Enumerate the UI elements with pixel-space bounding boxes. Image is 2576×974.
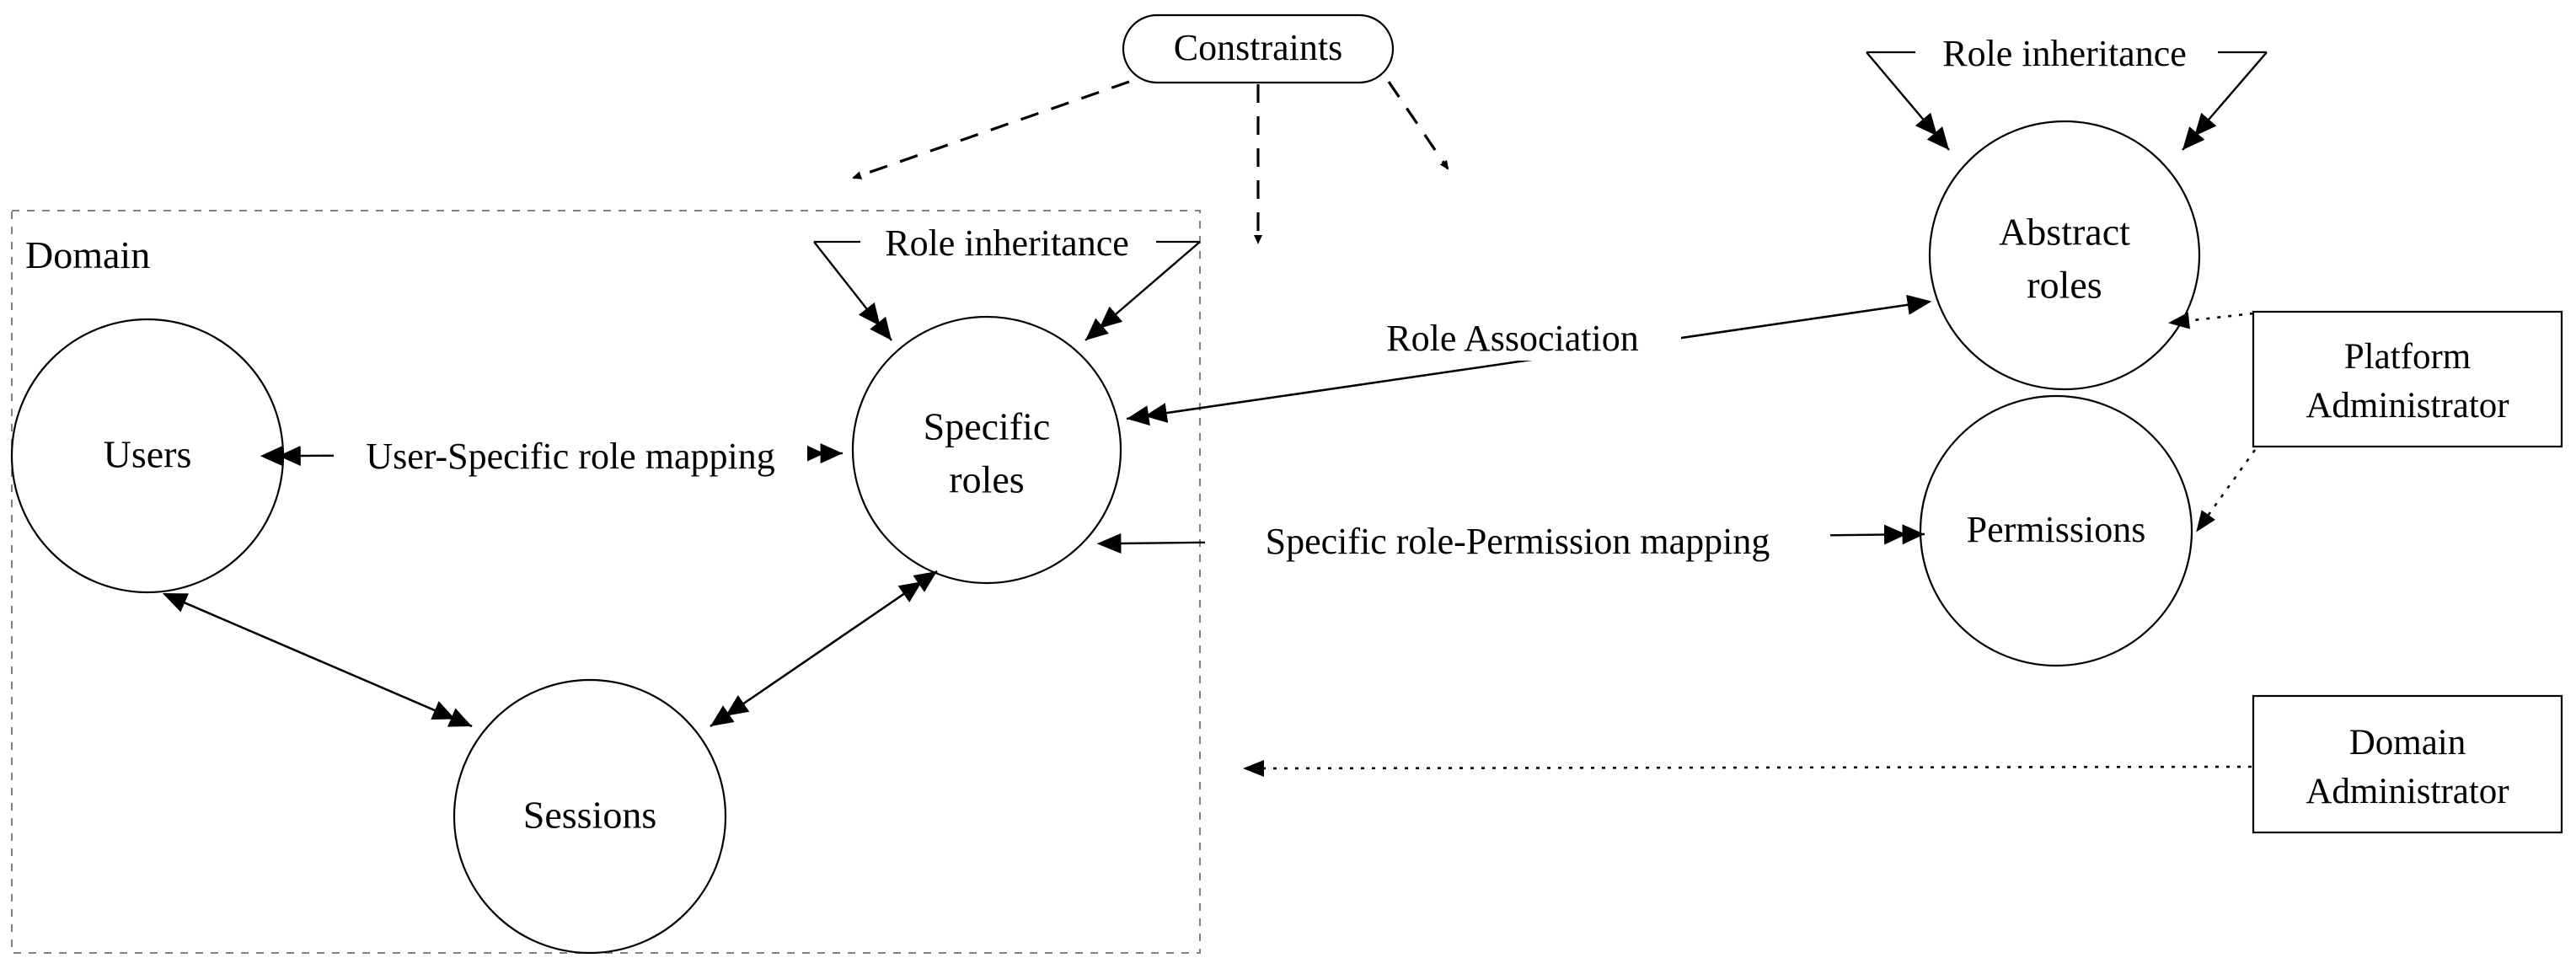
constraints-label: Constraints — [1174, 27, 1342, 68]
sessions-node[interactable] — [453, 678, 727, 955]
users-label: Users — [104, 433, 192, 476]
platform-administrator-label-line2: Administrator — [2306, 386, 2509, 425]
edge-constraints-to-right — [1387, 81, 1449, 170]
edge-label-user-specific-role-mapping: User-Specific role mapping — [366, 436, 774, 477]
domain-administrator-label-line1: Domain — [2349, 723, 2466, 763]
edge-role-inheritance-abstract-right — [2182, 51, 2268, 151]
edge-domain-admin-to-domain — [1243, 759, 2252, 777]
edge-specific-roles-to-sessions — [710, 570, 938, 727]
edge-platform-admin-to-abstract-roles — [2168, 312, 2254, 329]
edge-constraints-to-specific-roles — [852, 80, 1130, 179]
edge-label-backdrop-user-specific — [334, 431, 807, 479]
edge-label-backdrop-role-association — [1344, 313, 1681, 361]
abstract-roles-label-line2: roles — [2027, 264, 2102, 307]
domain-group-label: Domain — [25, 233, 150, 276]
edge-label-specific-role-permission-mapping: Specific role-Permission mapping — [1266, 521, 1770, 562]
specific-roles-node[interactable] — [851, 315, 1122, 585]
abstract-roles-node[interactable] — [1928, 120, 2201, 391]
domain-group-box — [11, 210, 1201, 954]
abstract-roles-label-line1: Abstract — [1999, 211, 2130, 254]
permissions-label: Permissions — [1967, 509, 2146, 550]
edge-label-role-inheritance-abstract: Role inheritance — [1942, 33, 2187, 74]
sessions-label: Sessions — [523, 794, 656, 837]
edge-users-to-sessions — [163, 592, 473, 728]
edge-label-role-association: Role Association — [1386, 318, 1638, 359]
specific-roles-label-line2: roles — [949, 458, 1024, 501]
specific-roles-label-line1: Specific — [924, 405, 1051, 448]
domain-administrator-label-line2: Administrator — [2306, 772, 2509, 811]
edge-label-backdrop-permission-mapping — [1205, 516, 1830, 564]
edge-platform-admin-to-permissions — [2196, 449, 2257, 532]
edge-role-inheritance-specific-right — [1084, 241, 1201, 341]
edge-label-role-inheritance-specific: Role inheritance — [885, 222, 1129, 264]
edge-role-inheritance-specific-left — [813, 241, 892, 341]
platform-administrator-label-line1: Platform — [2344, 337, 2471, 377]
constraints-node[interactable] — [1122, 13, 1395, 84]
domain-administrator-node[interactable] — [2252, 694, 2563, 834]
edge-role-inheritance-abstract-left — [1866, 51, 1950, 151]
platform-administrator-node[interactable] — [2252, 310, 2563, 448]
